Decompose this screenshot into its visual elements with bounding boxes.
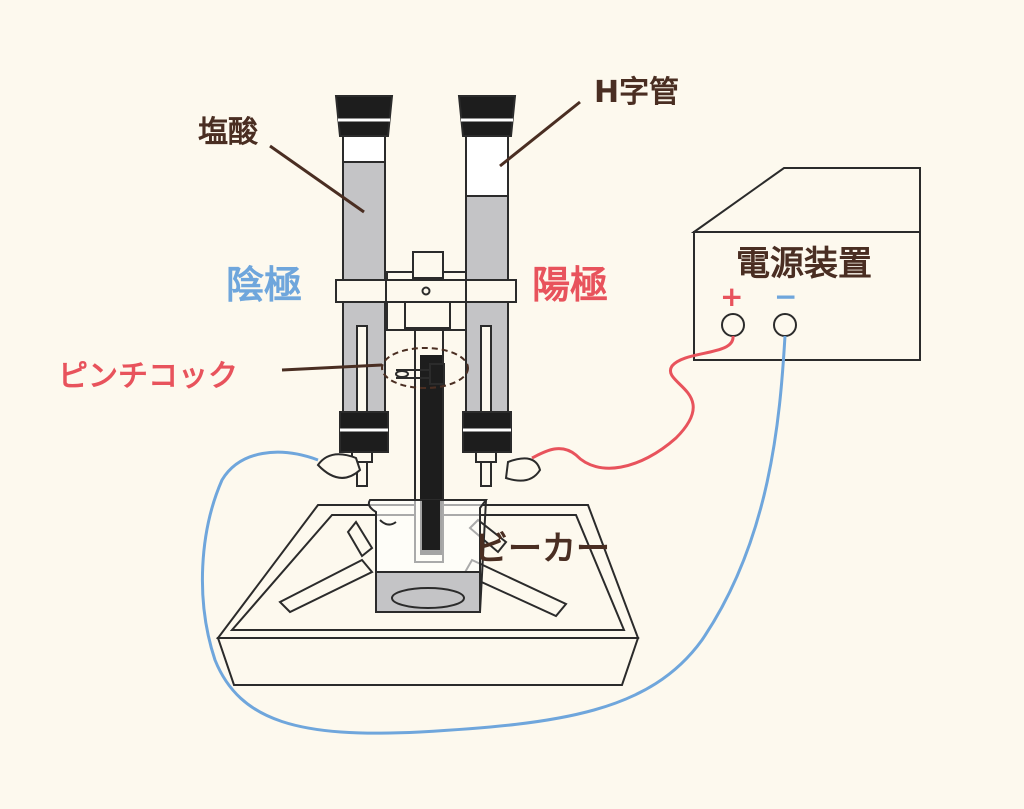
- pinch-cock: [381, 347, 469, 389]
- leader-lines: [269, 100, 581, 372]
- blue-wire: [200, 335, 787, 735]
- label-h-tube: H字管: [594, 75, 679, 110]
- wing-nuts: [316, 453, 542, 482]
- minus-terminal: [773, 313, 797, 337]
- label-beaker: ビーカー: [474, 529, 610, 569]
- label-plus: +: [720, 280, 743, 313]
- beaker: [367, 499, 488, 613]
- red-wire: [531, 335, 735, 470]
- label-minus: −: [774, 280, 797, 313]
- clamp-crossbar: [335, 279, 517, 303]
- label-power-supply: 電源装置: [736, 244, 872, 284]
- label-pinch-cock: ピンチコック: [58, 359, 238, 394]
- power-supply: [690, 167, 921, 361]
- label-cathode: 陰極: [226, 263, 302, 307]
- label-anode: 陽極: [532, 263, 608, 307]
- right-tube: [457, 95, 517, 487]
- plus-terminal: [721, 313, 745, 337]
- hose-inside-beaker: [422, 500, 440, 550]
- label-hydrochloric-acid: 塩酸: [198, 115, 259, 150]
